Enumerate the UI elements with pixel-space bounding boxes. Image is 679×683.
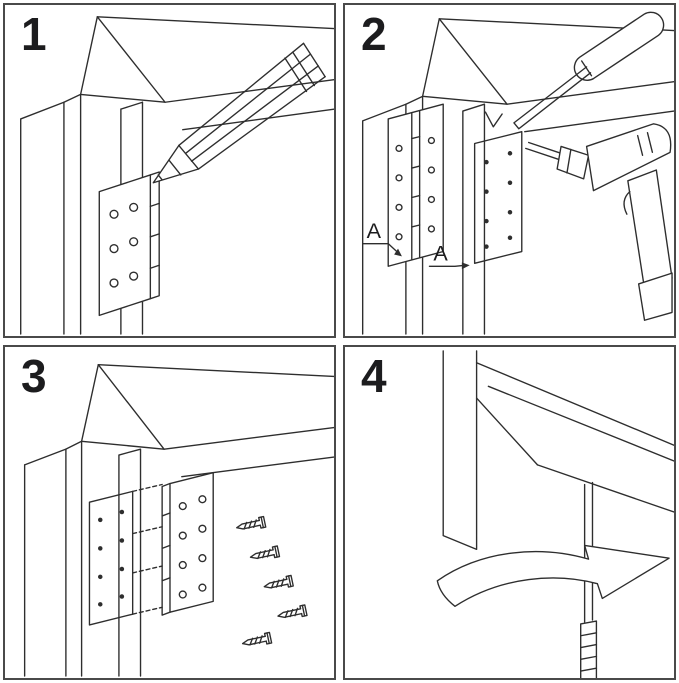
svg-text:A: A <box>433 240 448 265</box>
pencil-icon <box>152 42 326 184</box>
hinge-icon <box>161 472 214 616</box>
hinge-barrel-icon <box>580 620 598 678</box>
screw-icon <box>248 545 281 564</box>
step-3-illustration <box>23 364 334 677</box>
hinge-icon <box>98 171 160 317</box>
panel-step-4: 4 <box>343 345 676 680</box>
step-2-number: 2 <box>361 8 387 60</box>
door-frame <box>23 364 334 677</box>
screwdriver-icon <box>513 11 665 130</box>
swing-arrow-icon <box>436 544 670 607</box>
step-4-number: 4 <box>361 350 387 402</box>
pilot-hole-marks <box>473 111 523 264</box>
mark-arrow-icon <box>484 111 503 128</box>
projection-lines <box>131 483 163 615</box>
step-4-illustration <box>436 350 674 678</box>
label-a-hinge: A <box>361 218 402 257</box>
step-2-illustration: A A <box>361 11 674 335</box>
label-a-marks: A <box>428 240 470 270</box>
step-1-illustration <box>20 16 334 335</box>
screw-icon <box>262 574 294 593</box>
screws <box>234 515 308 650</box>
mortise-outline <box>88 483 163 626</box>
screw-icon <box>276 604 308 623</box>
panel-step-1: 1 <box>3 3 336 338</box>
step-1-number: 1 <box>21 8 47 60</box>
screw-icon <box>240 631 273 650</box>
door-frame <box>20 16 334 335</box>
panel-step-2: 2 <box>343 3 676 338</box>
door-frame <box>442 350 674 551</box>
panel-step-3: 3 <box>3 345 336 680</box>
step-3-number: 3 <box>21 350 47 402</box>
hinge-icon <box>387 103 444 267</box>
drill-icon <box>525 123 673 321</box>
screw-icon <box>234 515 267 534</box>
svg-text:A: A <box>367 218 382 243</box>
